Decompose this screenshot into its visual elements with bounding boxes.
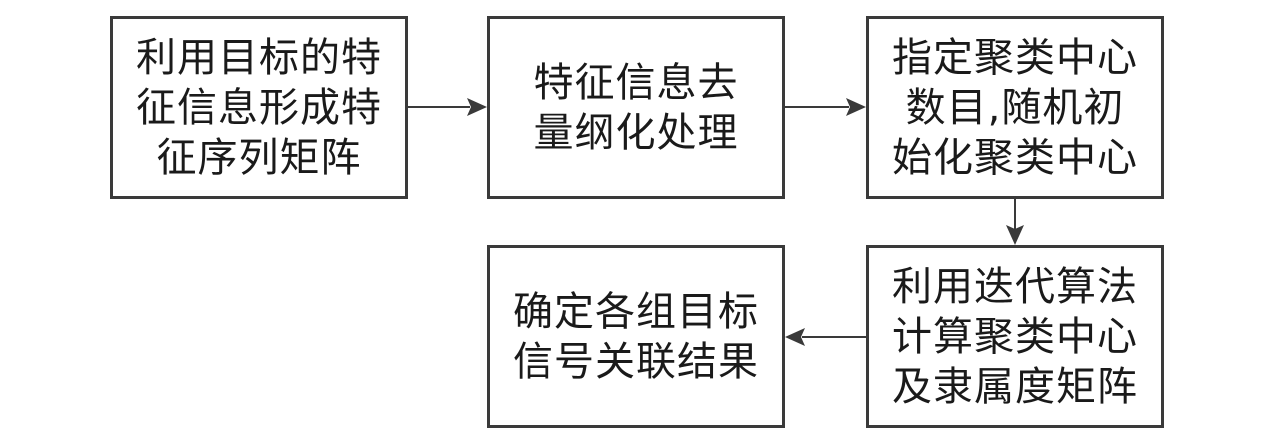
step-label: 特征信息去 量纲化处理 (533, 59, 739, 156)
arrowhead-2-to-3 (846, 98, 866, 116)
arrowhead-4-to-5 (785, 328, 805, 346)
step-box-normalization: 特征信息去 量纲化处理 (487, 16, 785, 199)
step-label: 确定各组目标 信号关联结果 (513, 288, 759, 385)
step-box-feature-matrix: 利用目标的特 征信息形成特 征序列矩阵 (110, 16, 408, 199)
step-box-init-cluster-centers: 指定聚类中心 数目,随机初 始化聚类中心 (866, 16, 1164, 199)
arrowhead-1-to-2 (467, 98, 487, 116)
arrowhead-3-to-4 (1006, 225, 1024, 245)
step-label: 利用目标的特 征信息形成特 征序列矩阵 (136, 34, 382, 181)
step-label: 利用迭代算法 计算聚类中心 及隶属度矩阵 (892, 263, 1138, 410)
step-box-association-result: 确定各组目标 信号关联结果 (487, 245, 785, 428)
step-box-iterative-computation: 利用迭代算法 计算聚类中心 及隶属度矩阵 (866, 245, 1164, 428)
step-label: 指定聚类中心 数目,随机初 始化聚类中心 (892, 34, 1138, 181)
